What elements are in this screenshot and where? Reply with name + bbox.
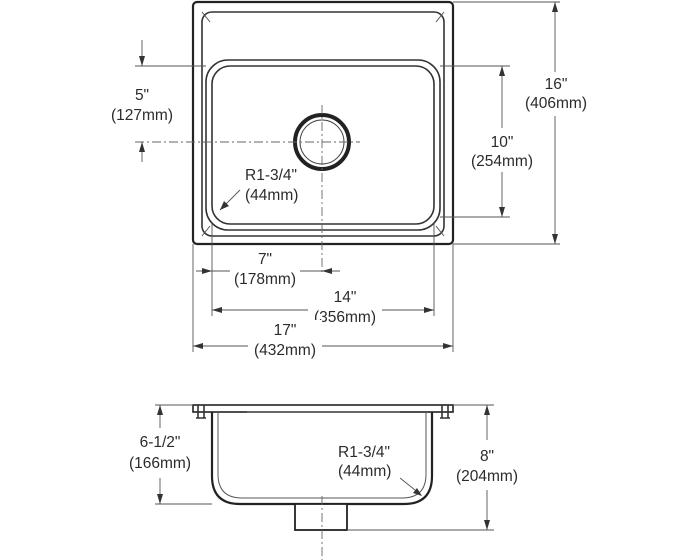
- arrow-14in-right: [424, 307, 434, 313]
- dim-6-5in-metric: (166mm): [129, 455, 191, 472]
- arrow-17in-right: [443, 343, 453, 349]
- arrow-5in-upper: [139, 56, 145, 66]
- dim-8in-metric: (204mm): [456, 468, 518, 485]
- arrow-8in-top: [484, 405, 490, 415]
- sink-bowl-inner: [211, 65, 435, 225]
- arrow-7in-right: [322, 268, 332, 274]
- drain-tailpiece: [294, 503, 348, 531]
- arrow-16in-bottom: [552, 234, 558, 244]
- side-view: 6-1/2" (166mm) 8" (204mm) R1-3/4" (44mm): [129, 404, 518, 560]
- sink-deck-slope: [201, 11, 445, 237]
- arrow-5in-lower: [139, 142, 145, 152]
- sink-inner-rim: [201, 11, 445, 237]
- mounting-clip-left-icon: [196, 405, 206, 419]
- label-bg-14in: [308, 286, 382, 326]
- top-view: 5" (127mm) 16" (406mm) 10" (254mm) R1-3/…: [111, 0, 587, 360]
- dim-17in-metric: (432mm): [254, 342, 316, 359]
- radius-top-metric: (44mm): [245, 187, 298, 204]
- arrow-16in-top: [552, 2, 558, 12]
- dim-6-5in-imperial: 6-1/2": [140, 434, 181, 451]
- dim-10in-imperial: 10": [491, 134, 514, 151]
- arrow-10in-bottom: [499, 207, 505, 217]
- sink-bowl-side-inner: [217, 412, 427, 499]
- radius-side-metric: (44mm): [338, 463, 391, 480]
- arrow-6-5in-top: [157, 405, 163, 415]
- arrow-7in-left: [202, 268, 212, 274]
- dim-14in-imperial: 14": [334, 289, 357, 306]
- sink-flange: [192, 404, 454, 413]
- radius-top-imperial: R1-3/4": [245, 167, 297, 184]
- sink-outer-rim: [191, 0, 455, 246]
- arrow-6-5in-bottom: [157, 494, 163, 504]
- arrow-8in-bottom: [484, 520, 490, 530]
- radius-arrow-top: [220, 201, 229, 210]
- arrow-10in-top: [499, 66, 505, 76]
- label-bg-17in: [248, 320, 322, 360]
- dim-7in-imperial: 7": [258, 251, 272, 268]
- dim-10in-metric: (254mm): [471, 153, 533, 170]
- dim-16in-imperial: 16": [545, 76, 568, 93]
- dim-7in-metric: (178mm): [234, 271, 296, 288]
- dim-14in-metric: (356mm): [314, 309, 376, 326]
- label-bg-7in: [230, 250, 300, 290]
- radius-arrow-side: [413, 488, 422, 496]
- sink-bowl-outer: [205, 59, 441, 231]
- dim-8in-imperial: 8": [480, 448, 494, 465]
- dim-16in-metric: (406mm): [525, 95, 587, 112]
- arrow-17in-left: [193, 343, 203, 349]
- mounting-clip-right-icon: [440, 405, 450, 419]
- sink-bowl-side: [210, 412, 434, 506]
- dim-17in-imperial: 17": [274, 322, 297, 339]
- radius-side-imperial: R1-3/4": [338, 444, 390, 461]
- dim-5in-metric: (127mm): [111, 107, 173, 124]
- dim-5in-imperial: 5": [135, 87, 149, 104]
- arrow-14in-left: [212, 307, 222, 313]
